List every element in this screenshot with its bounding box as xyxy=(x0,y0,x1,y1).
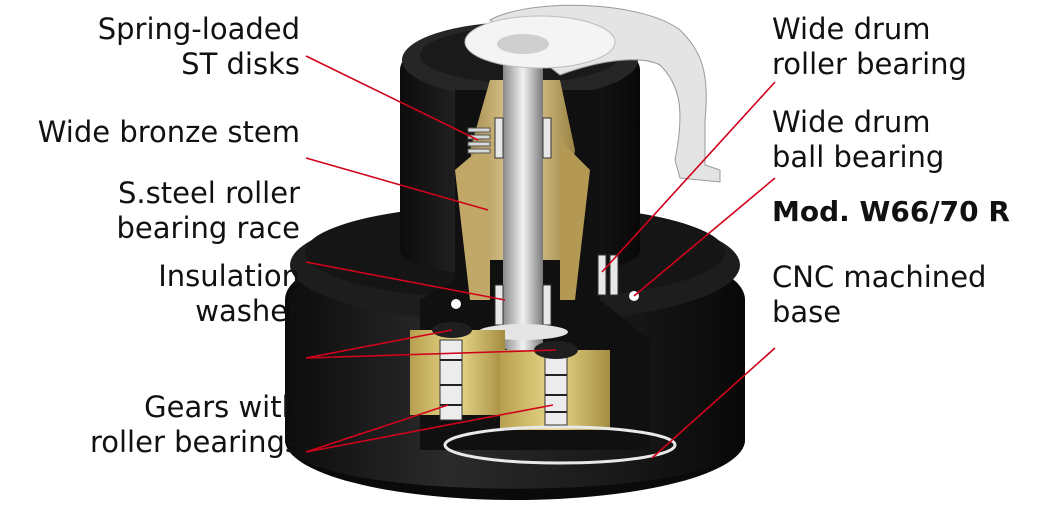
leader-insulation-1 xyxy=(305,329,453,359)
label-drum-ball-line2: ball bearing xyxy=(772,140,945,174)
leader-spring-disks xyxy=(305,55,479,141)
leader-bronze-stem xyxy=(305,157,489,211)
leader-cnc-base xyxy=(651,347,776,459)
label-roller-race-line2: bearing race xyxy=(116,211,301,245)
label-insulation: Insulation washer xyxy=(158,259,300,329)
label-cnc-base-line1: CNC machined xyxy=(772,260,987,294)
label-cnc-base: CNC machined base xyxy=(772,260,986,330)
label-drum-ball: Wide drum ball bearing xyxy=(772,105,944,175)
leader-gears-1 xyxy=(305,404,449,453)
label-drum-ball-line1: Wide drum xyxy=(772,105,931,139)
label-roller-race: S.steel roller bearing race xyxy=(117,176,301,246)
label-insulation-line1: Insulation xyxy=(158,259,300,293)
top-handle xyxy=(464,4,721,183)
label-insulation-line2: washer xyxy=(195,294,300,328)
label-spring-disks-line1: Spring-loaded xyxy=(97,12,300,46)
label-cnc-base-line2: base xyxy=(772,295,842,329)
label-drum-roller-line2: roller bearing xyxy=(772,47,967,81)
label-gears-line2: roller bearings xyxy=(89,425,300,459)
label-drum-roller: Wide drum roller bearing xyxy=(772,12,967,82)
label-roller-race-line1: S.steel roller xyxy=(118,176,300,210)
label-gears-line1: Gears with xyxy=(144,390,300,424)
leader-lines xyxy=(305,55,776,459)
leader-roller-race xyxy=(305,261,506,301)
leader-insulation-2 xyxy=(305,349,557,359)
label-spring-disks: Spring-loaded ST disks xyxy=(98,12,300,82)
leader-gears-2 xyxy=(305,404,554,453)
model-title: Mod. W66/70 R xyxy=(772,194,1010,229)
label-spring-disks-line2: ST disks xyxy=(181,47,300,81)
label-drum-roller-line1: Wide drum xyxy=(772,12,931,46)
model-title-text: Mod. W66/70 R xyxy=(772,195,1010,228)
leader-drum-roller xyxy=(601,81,776,273)
leader-drum-ball xyxy=(633,177,776,297)
label-bronze-stem-text: Wide bronze stem xyxy=(37,115,300,149)
label-bronze-stem: Wide bronze stem xyxy=(38,115,300,150)
label-gears: Gears with roller bearings xyxy=(90,390,300,460)
